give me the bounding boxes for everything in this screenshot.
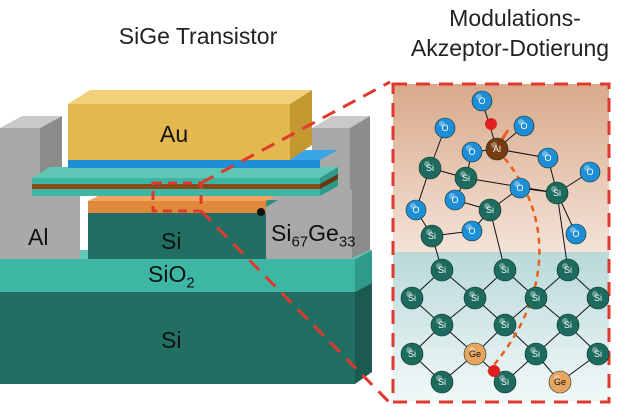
svg-text:O: O xyxy=(478,96,485,106)
sio2-subscript: 2 xyxy=(186,274,195,292)
svg-text:Si: Si xyxy=(564,320,572,330)
al-label: Al xyxy=(28,224,49,250)
svg-text:O: O xyxy=(572,229,579,239)
svg-text:Si: Si xyxy=(428,231,436,241)
hole-transfer-path xyxy=(487,149,541,373)
ge-atom: Ge xyxy=(548,370,572,394)
sio2-label: SiO2 xyxy=(148,261,195,297)
svg-text:Si: Si xyxy=(438,265,446,275)
o-atom: O xyxy=(434,117,456,139)
svg-text:Ge: Ge xyxy=(469,349,481,359)
si-atom: Si xyxy=(478,198,502,222)
o-atom: O xyxy=(405,199,427,221)
bond xyxy=(556,192,569,271)
svg-text:O: O xyxy=(586,167,593,177)
si-atom: Si xyxy=(420,224,444,248)
sige-ge-sub: 33 xyxy=(338,233,356,251)
sio2-text: SiO xyxy=(148,261,187,287)
svg-text:Ge: Ge xyxy=(554,377,566,387)
svg-text:Si: Si xyxy=(471,293,479,303)
si-atom: Si xyxy=(463,286,487,310)
o-atom: O xyxy=(565,223,587,245)
al-atom: Al xyxy=(485,137,509,161)
sige-ge: Ge xyxy=(308,220,339,246)
si-atom: Si xyxy=(400,342,424,366)
o-atom: O xyxy=(537,147,559,169)
hole-dot xyxy=(488,365,500,377)
si-atom: Si xyxy=(586,342,610,366)
si-atom: Si xyxy=(430,258,454,282)
sige-layer xyxy=(88,195,278,213)
svg-text:O: O xyxy=(451,195,458,205)
si-atom: Si xyxy=(556,313,580,337)
si-atom: Si xyxy=(545,181,569,205)
svg-text:O: O xyxy=(468,226,475,236)
svg-text:Si: Si xyxy=(462,173,470,183)
si-atom: Si xyxy=(493,370,517,394)
zoom-indicator xyxy=(151,80,392,405)
svg-text:Si: Si xyxy=(408,349,416,359)
si-atom: Si xyxy=(524,286,548,310)
o-atom: O xyxy=(579,161,601,183)
svg-text:Si: Si xyxy=(553,188,561,198)
o-atom: O xyxy=(513,115,535,137)
sige-si-sub: 67 xyxy=(291,233,309,251)
svg-text:Si: Si xyxy=(594,293,602,303)
si-channel-label: Si xyxy=(161,228,182,254)
svg-text:O: O xyxy=(516,183,523,193)
svg-text:Si: Si xyxy=(438,377,446,387)
si-atom: Si xyxy=(493,313,517,337)
svg-text:Si: Si xyxy=(501,265,509,275)
ge-atom: Ge xyxy=(463,342,487,366)
si-atom: Si xyxy=(454,166,478,190)
svg-text:Si: Si xyxy=(594,349,602,359)
si-atom: Si xyxy=(586,286,610,310)
sige-si: Si xyxy=(271,220,292,246)
si-substrate xyxy=(0,283,372,384)
svg-text:Si: Si xyxy=(501,377,509,387)
si-atom: Si xyxy=(524,342,548,366)
svg-text:O: O xyxy=(544,153,551,163)
o-atom: O xyxy=(444,189,466,211)
si-substrate-label: Si xyxy=(161,327,182,353)
svg-text:O: O xyxy=(441,123,448,133)
svg-text:Si: Si xyxy=(564,265,572,275)
si-atom: Si xyxy=(493,258,517,282)
au-gate xyxy=(68,90,312,160)
svg-text:Si: Si xyxy=(532,349,540,359)
si-atom: Si xyxy=(400,286,424,310)
si-atom: Si xyxy=(430,313,454,337)
svg-text:Si: Si xyxy=(532,293,540,303)
o-atom: O xyxy=(461,220,483,242)
svg-text:O: O xyxy=(520,121,527,131)
svg-text:Si: Si xyxy=(408,293,416,303)
right-title-line1: Modulations- xyxy=(449,5,581,31)
svg-text:Si: Si xyxy=(438,320,446,330)
svg-text:Si: Si xyxy=(426,163,434,173)
right-title-line2: Akzeptor-Dotierung xyxy=(410,35,610,61)
svg-text:Si: Si xyxy=(501,320,509,330)
si-atom: Si xyxy=(556,258,580,282)
svg-text:O: O xyxy=(412,205,419,215)
si-atom: Si xyxy=(418,156,442,180)
svg-text:Si: Si xyxy=(486,205,494,215)
hole-dot xyxy=(485,118,497,130)
svg-text:O: O xyxy=(468,147,475,157)
left-title: SiGe Transistor xyxy=(118,23,278,49)
sige-label: Si67Ge33 xyxy=(271,220,356,256)
si-atom: Si xyxy=(430,370,454,394)
o-atom: O xyxy=(471,90,493,112)
au-label: Au xyxy=(160,121,189,147)
sige-pointer-dot xyxy=(257,208,265,216)
svg-text:Al: Al xyxy=(493,144,501,154)
o-atom: O xyxy=(509,177,531,199)
o-atom: O xyxy=(461,141,483,163)
